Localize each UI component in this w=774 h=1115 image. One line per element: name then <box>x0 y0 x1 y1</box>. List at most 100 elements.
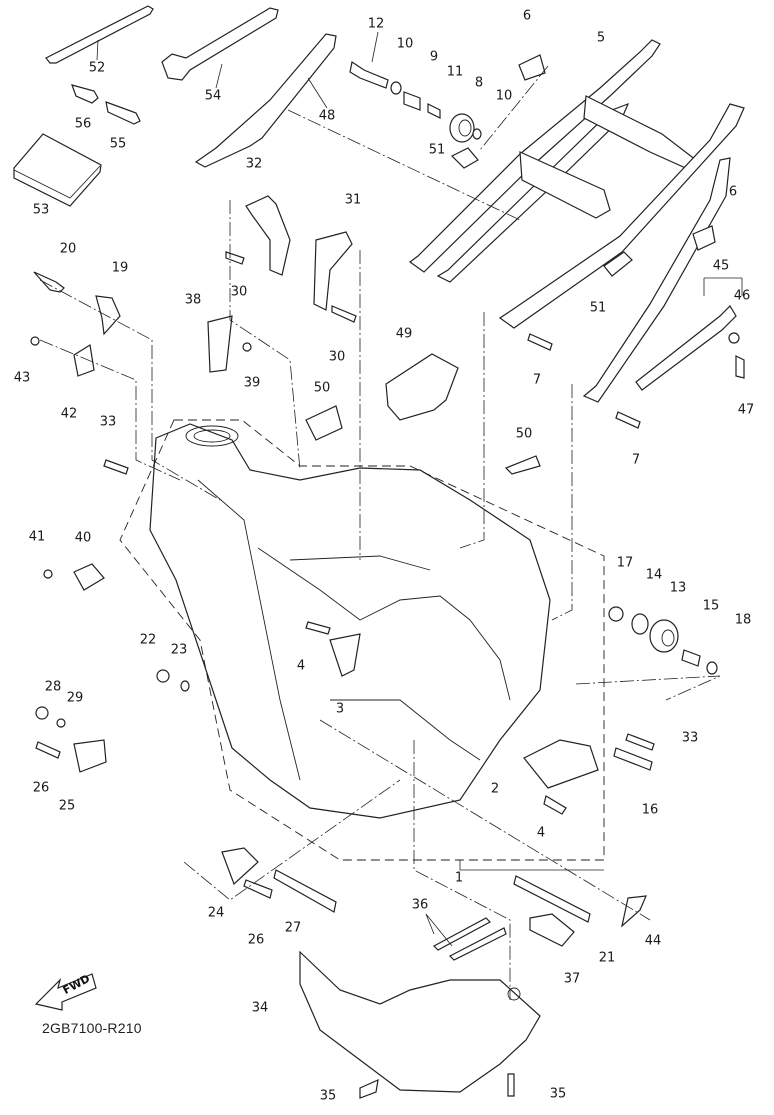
part-36-damper[interactable] <box>433 917 507 961</box>
callout-21[interactable]: 21 <box>598 950 616 966</box>
part-32-bracket[interactable] <box>245 195 291 276</box>
callout-23[interactable]: 23 <box>170 642 188 658</box>
callout-3[interactable]: 3 <box>335 701 345 717</box>
part-14-collar[interactable] <box>631 613 649 635</box>
callout-11[interactable]: 11 <box>446 64 464 80</box>
part-55-spoke-nipple[interactable] <box>105 101 141 125</box>
part-15-collar[interactable] <box>681 649 701 667</box>
callout-29[interactable]: 29 <box>66 690 84 706</box>
callout-35[interactable]: 35 <box>549 1086 567 1102</box>
part-46-collar[interactable] <box>728 332 740 344</box>
callout-40[interactable]: 40 <box>74 530 92 546</box>
callout-42[interactable]: 42 <box>60 406 78 422</box>
callout-51[interactable]: 51 <box>589 300 607 316</box>
part-3-bracket[interactable] <box>329 633 361 677</box>
part-20-clip[interactable] <box>33 271 65 293</box>
callout-20[interactable]: 20 <box>59 241 77 257</box>
part-2-bracket[interactable] <box>523 739 599 789</box>
part-44-clip[interactable] <box>621 895 647 928</box>
callout-26[interactable]: 26 <box>32 780 50 796</box>
part-5-rear-frame[interactable] <box>408 39 745 403</box>
callout-50[interactable]: 50 <box>313 380 331 396</box>
part-31-bracket[interactable] <box>313 231 353 311</box>
part-28-nut[interactable] <box>35 706 49 720</box>
part-30-bolt[interactable] <box>225 251 245 265</box>
callout-27[interactable]: 27 <box>284 920 302 936</box>
part-1-main-frame[interactable] <box>149 423 551 819</box>
callout-7[interactable]: 7 <box>532 372 542 388</box>
callout-17[interactable]: 17 <box>616 555 634 571</box>
callout-14[interactable]: 14 <box>645 567 663 583</box>
part-56-nipple-tool[interactable] <box>71 84 99 104</box>
callout-35[interactable]: 35 <box>319 1088 337 1104</box>
part-19-holder[interactable] <box>95 295 121 336</box>
part-25-bracket[interactable] <box>73 739 107 773</box>
callout-12[interactable]: 12 <box>367 16 385 32</box>
callout-33[interactable]: 33 <box>681 730 699 746</box>
callout-52[interactable]: 52 <box>88 60 106 76</box>
part-49-cover[interactable] <box>385 353 459 421</box>
part-34-skid-plate[interactable] <box>299 950 541 1093</box>
part-21-bolt[interactable] <box>513 875 591 923</box>
callout-32[interactable]: 32 <box>245 156 263 172</box>
part-12-bolt[interactable] <box>349 61 389 89</box>
callout-19[interactable]: 19 <box>111 260 129 276</box>
part-6-label-sticker-2[interactable] <box>692 225 716 251</box>
callout-39[interactable]: 39 <box>243 375 261 391</box>
callout-2[interactable]: 2 <box>490 781 500 797</box>
part-45-bracket[interactable] <box>635 305 737 391</box>
part-51-clamp-2[interactable] <box>603 251 633 277</box>
part-51-clamp[interactable] <box>450 147 479 169</box>
part-9-collar[interactable] <box>403 91 421 111</box>
part-22-nut[interactable] <box>156 669 170 683</box>
part-6-label-sticker[interactable] <box>518 54 546 81</box>
callout-10[interactable]: 10 <box>396 36 414 52</box>
callout-31[interactable]: 31 <box>344 192 362 208</box>
callout-47[interactable]: 47 <box>737 402 755 418</box>
part-52-spoke-wrench[interactable] <box>45 5 154 64</box>
callout-43[interactable]: 43 <box>13 370 31 386</box>
callout-37[interactable]: 37 <box>563 971 581 987</box>
callout-4[interactable]: 4 <box>536 825 546 841</box>
part-38-holder[interactable] <box>207 315 233 373</box>
callout-36[interactable]: 36 <box>411 897 429 913</box>
callout-15[interactable]: 15 <box>702 598 720 614</box>
part-10-washer-2[interactable] <box>472 128 482 140</box>
callout-1[interactable]: 1 <box>454 870 464 886</box>
part-48-chain-guide[interactable] <box>194 33 337 168</box>
callout-26[interactable]: 26 <box>247 932 265 948</box>
part-39-screw[interactable] <box>242 342 252 352</box>
callout-53[interactable]: 53 <box>32 202 50 218</box>
callout-30[interactable]: 30 <box>230 284 248 300</box>
part-7-bolt-2[interactable] <box>615 411 641 429</box>
part-41-screw[interactable] <box>43 569 53 579</box>
callout-8[interactable]: 8 <box>474 75 484 91</box>
callout-34[interactable]: 34 <box>251 1000 269 1016</box>
callout-46[interactable]: 46 <box>733 288 751 304</box>
part-35-bolt[interactable] <box>359 1078 379 1099</box>
part-17-nut[interactable] <box>608 606 624 622</box>
part-27-bolt[interactable] <box>273 869 337 913</box>
callout-7[interactable]: 7 <box>631 452 641 468</box>
callout-9[interactable]: 9 <box>429 49 439 65</box>
part-47-bolt[interactable] <box>735 355 745 379</box>
part-50-holder-2[interactable] <box>504 455 541 475</box>
callout-30[interactable]: 30 <box>328 349 346 365</box>
part-7-bolt[interactable] <box>527 333 553 351</box>
part-30-bolt-2[interactable] <box>331 305 357 323</box>
part-40-holder[interactable] <box>73 563 105 591</box>
part-11-collar[interactable] <box>427 103 441 119</box>
callout-13[interactable]: 13 <box>669 580 687 596</box>
callout-10[interactable]: 10 <box>495 88 513 104</box>
callout-25[interactable]: 25 <box>58 798 76 814</box>
part-29-washer[interactable] <box>56 718 66 728</box>
callout-51[interactable]: 51 <box>428 142 446 158</box>
callout-16[interactable]: 16 <box>641 802 659 818</box>
callout-45[interactable]: 45 <box>712 258 730 274</box>
callout-48[interactable]: 48 <box>318 108 336 124</box>
part-37-damper[interactable] <box>529 913 575 947</box>
part-16-bolt[interactable] <box>613 747 653 771</box>
part-4-bolt-2[interactable] <box>543 795 567 815</box>
callout-55[interactable]: 55 <box>109 136 127 152</box>
part-26-bolt[interactable] <box>35 741 61 759</box>
